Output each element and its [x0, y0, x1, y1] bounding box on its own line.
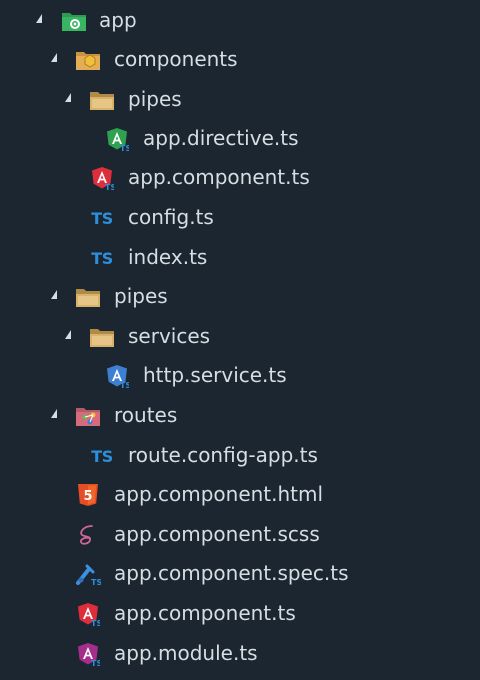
- tree-item-label: index.ts: [128, 245, 208, 269]
- tree-item-label: app.component.html: [114, 482, 324, 506]
- tree-item-file[interactable]: TS app.component.spec.ts: [0, 554, 480, 593]
- tree-item-label: app.module.ts: [114, 641, 258, 665]
- collapse-arrow-icon[interactable]: [36, 14, 42, 23]
- tree-item-label: app.directive.ts: [143, 126, 299, 150]
- tree-item-pipes-folder[interactable]: pipes: [0, 277, 480, 316]
- angular-module-icon: TS: [75, 642, 101, 666]
- tree-item-file[interactable]: TS app.module.ts: [0, 634, 480, 673]
- tree-item-pipes-folder[interactable]: pipes: [0, 80, 480, 119]
- tree-item-label: app.component.ts: [114, 601, 296, 625]
- tree-item-label: pipes: [114, 284, 168, 308]
- tree-item-file[interactable]: TS index.ts: [0, 238, 480, 277]
- angular-component-icon: TS: [75, 602, 101, 626]
- tree-item-label: routes: [114, 403, 178, 427]
- routes-folder-icon: [75, 404, 101, 428]
- typescript-icon: TS: [91, 248, 113, 268]
- tree-item-label: services: [128, 324, 211, 348]
- tree-item-file[interactable]: app.component.scss: [0, 515, 480, 554]
- tree-item-label: components: [114, 47, 238, 71]
- tree-item-services-folder[interactable]: services: [0, 317, 480, 356]
- collapse-arrow-icon[interactable]: [65, 93, 71, 102]
- html5-badge-text: 5: [83, 489, 92, 504]
- tree-item-label: app.component.scss: [114, 522, 320, 546]
- tree-item-file[interactable]: TS app.directive.ts: [0, 119, 480, 158]
- tree-item-label: app: [99, 8, 137, 32]
- test-spec-icon: TS: [75, 562, 101, 586]
- typescript-icon: TS: [91, 208, 113, 228]
- tree-item-file[interactable]: TS app.component.ts: [0, 594, 480, 633]
- folder-icon: [75, 285, 101, 309]
- folder-icon: [89, 88, 115, 112]
- typescript-icon: TS: [91, 446, 113, 466]
- tree-item-label: config.ts: [128, 205, 214, 229]
- angular-directive-icon: TS: [104, 127, 130, 151]
- collapse-arrow-icon[interactable]: [65, 330, 71, 339]
- tree-item-routes-folder[interactable]: routes: [0, 396, 480, 435]
- tree-item-file[interactable]: TS http.service.ts: [0, 356, 480, 395]
- tree-item-label: http.service.ts: [143, 363, 287, 387]
- components-folder-icon: [75, 48, 101, 72]
- tree-item-components-folder[interactable]: components: [0, 40, 480, 79]
- tree-item-app-folder[interactable]: app: [0, 1, 480, 40]
- collapse-arrow-icon[interactable]: [51, 409, 57, 418]
- sass-icon: [75, 523, 101, 547]
- html5-icon: 5: [75, 483, 101, 507]
- svg-text:TS: TS: [91, 619, 100, 626]
- svg-text:TS: TS: [120, 144, 129, 151]
- angular-service-icon: TS: [104, 364, 130, 388]
- folder-icon: [89, 325, 115, 349]
- tree-item-label: route.config-app.ts: [128, 443, 318, 467]
- tree-item-file[interactable]: 5 app.component.html: [0, 475, 480, 514]
- tree-item-label: app.component.ts: [128, 165, 310, 189]
- tree-item-label: pipes: [128, 87, 182, 111]
- collapse-arrow-icon[interactable]: [51, 290, 57, 299]
- app-folder-icon: [61, 9, 87, 33]
- svg-text:TS: TS: [120, 381, 129, 388]
- tree-item-file[interactable]: TS config.ts: [0, 198, 480, 237]
- tree-item-label: app.component.spec.ts: [114, 561, 349, 585]
- svg-text:TS: TS: [105, 183, 114, 190]
- collapse-arrow-icon[interactable]: [51, 53, 57, 62]
- tree-item-file[interactable]: TS route.config-app.ts: [0, 436, 480, 475]
- tree-item-file[interactable]: TS app.component.ts: [0, 158, 480, 197]
- angular-component-icon: TS: [89, 166, 115, 190]
- svg-text:TS: TS: [91, 578, 101, 586]
- svg-text:TS: TS: [91, 659, 100, 666]
